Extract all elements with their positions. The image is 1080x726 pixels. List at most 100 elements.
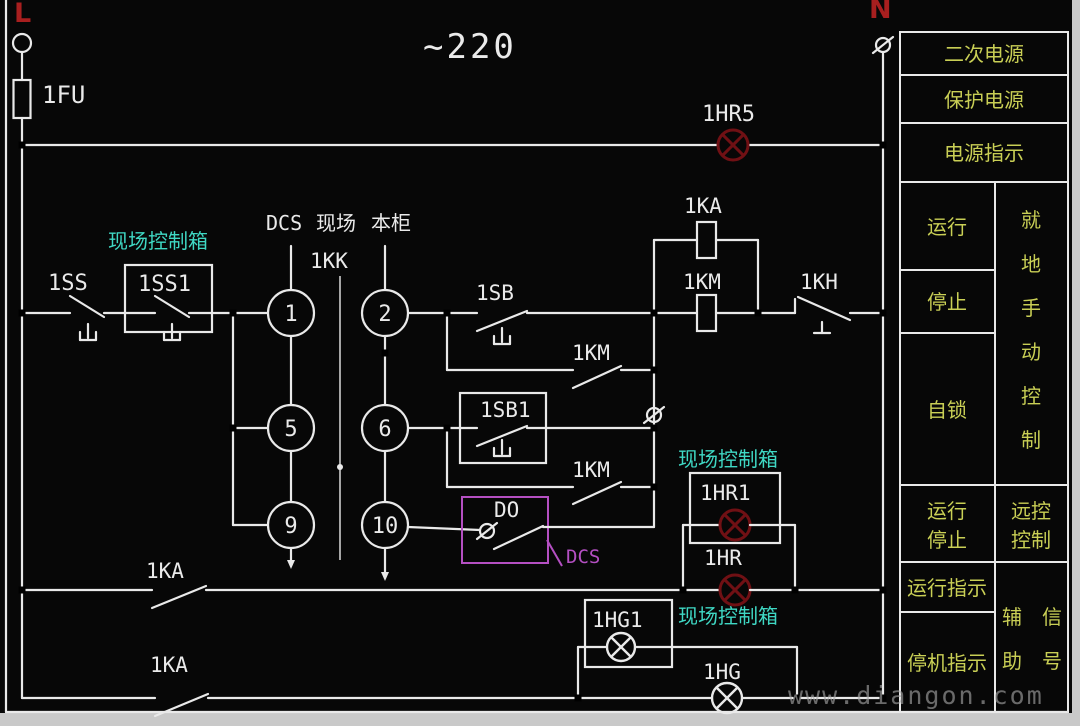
switch-1ss-label: 1SS <box>48 271 88 296</box>
stop-indication-circuit: 1KA 1HG 1HG1 现场控制箱 <box>20 598 885 718</box>
selector-1kk-label: 1KK <box>310 249 348 273</box>
contact-1km-seal1 <box>571 364 623 390</box>
legend-aux-signal-grid: 辅 信 助 号 <box>1002 605 1062 673</box>
switch-1ss1-contact <box>153 294 191 319</box>
legend-self-lock: 自锁 <box>927 398 967 422</box>
legend-stop: 停止 <box>927 290 967 314</box>
watermark-text: www.diangon.com <box>788 681 1044 710</box>
legend-run: 运行 <box>927 215 967 239</box>
legend-remote-2: 控制 <box>1011 528 1051 552</box>
field-box-label-2: 现场控制箱 <box>678 447 778 471</box>
svg-text:制: 制 <box>1021 428 1041 452</box>
dcs-do-label: DO <box>494 498 519 522</box>
svg-text:信: 信 <box>1042 605 1062 629</box>
lamp-1hr-icon <box>718 573 752 607</box>
svg-text:手: 手 <box>1021 296 1041 320</box>
legend-run-stop-1: 运行 <box>927 499 967 523</box>
button-1sb-actuator-icon <box>492 326 512 346</box>
fuse-1fu-symbol <box>12 78 32 120</box>
field-switch-row: 现场控制箱 1SS 1SS1 <box>20 229 270 342</box>
bottom-margin <box>0 713 1080 726</box>
switch-1ss-actuator-icon <box>78 322 98 342</box>
dcs-leader-line <box>546 539 563 567</box>
lamp-1hr5-label: 1HR5 <box>702 102 755 127</box>
lamp-1hr5-icon <box>716 128 750 162</box>
coil-1ka-symbol <box>695 220 718 260</box>
selector-circle-1-num: 1 <box>284 302 297 327</box>
lamp-1hr1-icon <box>718 508 752 542</box>
button-1sb1-actuator-icon <box>492 438 512 458</box>
legend-run-indication: 运行指示 <box>907 576 987 600</box>
dcs-feed-arrow-9 <box>287 560 295 569</box>
svg-text:辅: 辅 <box>1002 605 1022 629</box>
switch-1ss-contact <box>68 294 106 319</box>
button-1sb-contact <box>475 309 529 333</box>
col-dcs-label: DCS <box>266 211 302 235</box>
fuse-1fu-label: 1FU <box>42 81 85 109</box>
legend-row-power-indication: 电源指示 <box>944 141 1024 165</box>
legend-remote-1: 远控 <box>1011 499 1051 523</box>
contact-1ka-1-label: 1KA <box>146 559 184 583</box>
run-indication-circuit: 1KA 1HR 1HR1 现场控制箱 <box>20 447 885 610</box>
start-stop-circuit: 1SB 1KM 1KA 1KM 1KH <box>406 194 885 529</box>
selector-1kk: DCS 现场 本柜 1KK 1 2 5 6 9 10 <box>231 211 411 581</box>
coil-1km-symbol <box>695 293 718 333</box>
lamp-1hg1-label: 1HG1 <box>592 608 643 632</box>
lamp-1hr-label: 1HR <box>704 546 742 570</box>
terminal-icon-do <box>475 521 499 541</box>
svg-text:号: 号 <box>1042 649 1062 673</box>
selector-circle-10-num: 10 <box>372 514 399 539</box>
legend-table-outline <box>899 31 1069 713</box>
coil-1km-label: 1KM <box>683 270 721 294</box>
contact-1ka-2 <box>153 692 210 718</box>
contact-1ka-2-label: 1KA <box>150 653 188 677</box>
contact-do <box>492 524 545 551</box>
lamp-1hg1-icon <box>605 631 637 663</box>
dcs-feed-arrow-10 <box>381 572 389 581</box>
field-box-outline-1hg1 <box>583 598 674 669</box>
legend-row-protection-power: 保护电源 <box>944 88 1024 112</box>
selector-circle-5-num: 5 <box>284 417 297 442</box>
selector-circle-9-num: 9 <box>284 514 297 539</box>
button-1sb1-label: 1SB1 <box>480 398 531 422</box>
lamp-1hr1-label: 1HR1 <box>700 481 751 505</box>
dcs-do-box-outline <box>461 496 549 564</box>
coil-1ka-label: 1KA <box>684 194 722 218</box>
col-cabinet-label: 本柜 <box>371 211 411 235</box>
l-terminal-icon <box>11 32 33 54</box>
right-margin <box>1072 0 1080 726</box>
lamp-1hg-icon <box>710 681 744 715</box>
contact-1km-seal2-label: 1KM <box>572 458 610 482</box>
phase-l-label: L <box>14 0 31 29</box>
dcs-do-circuit: DO DCS <box>406 496 656 568</box>
contact-1kh <box>796 295 852 322</box>
svg-text:控: 控 <box>1021 384 1041 408</box>
local-start-circuit: 1SB1 1KM <box>406 391 656 506</box>
svg-text:助: 助 <box>1002 649 1022 673</box>
l-phase-group: L 1FU <box>11 0 85 700</box>
voltage-label: ~220 <box>423 27 517 67</box>
field-box-outline-1hr1 <box>688 471 782 545</box>
contact-1kh-label: 1KH <box>800 270 838 294</box>
selector-circle-2-num: 2 <box>378 302 391 327</box>
field-box-outline-1ss1 <box>123 263 214 334</box>
n-terminal-icon <box>871 35 895 55</box>
contact-1ka-1 <box>150 584 208 610</box>
legend-row-secondary-power: 二次电源 <box>944 42 1024 66</box>
svg-text:就: 就 <box>1021 208 1041 232</box>
svg-text:动: 动 <box>1021 340 1041 364</box>
field-box-label-1: 现场控制箱 <box>108 229 208 253</box>
power-indication-line: 1HR5 <box>20 102 885 162</box>
selector-circle-6-num: 6 <box>378 417 391 442</box>
legend-run-stop-2: 停止 <box>927 528 967 552</box>
legend-stop-indication: 停机指示 <box>907 651 987 675</box>
contact-1km-seal2 <box>571 480 623 506</box>
legend-local-manual-vertical: 就 地 手 动 控 制 <box>1021 208 1041 452</box>
switch-1ss1-label: 1SS1 <box>138 272 191 297</box>
field-box-label-3: 现场控制箱 <box>678 604 778 628</box>
button-1sb-label: 1SB <box>476 281 514 305</box>
svg-text:地: 地 <box>1021 252 1041 276</box>
